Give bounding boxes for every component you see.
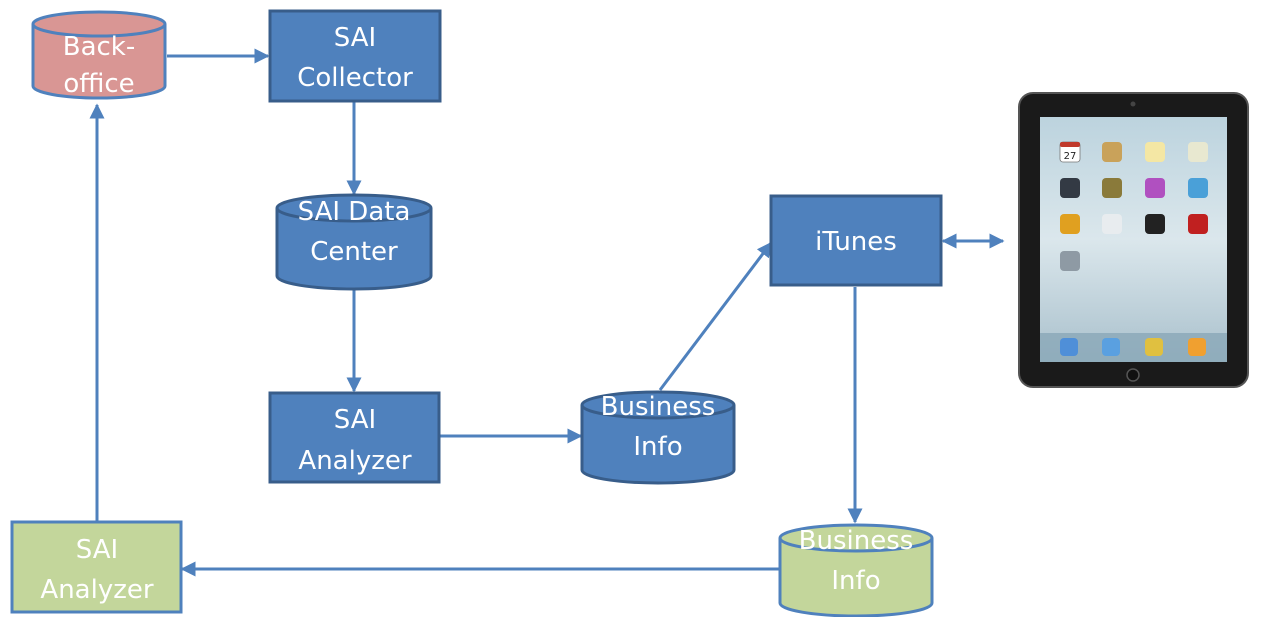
calendar-app-icon: 27 [1059, 141, 1081, 163]
sai-analyzer-bottom-label-line2: Analyzer [40, 575, 153, 605]
business-info-green-database: Business Info [778, 523, 934, 617]
edge-businessinfo-to-itunes [658, 241, 773, 391]
sai-collector-label-line1: SAI [334, 23, 376, 53]
calendar-date: 27 [1064, 151, 1077, 162]
business-info-blue-database: Business Info [580, 390, 736, 485]
sai-analyzer-bottom-label-line1: SAI [76, 535, 118, 565]
business-info-green-label-line1: Business [799, 526, 914, 556]
sai-data-center-label-line2: Center [310, 237, 398, 267]
app-icons-grid [1060, 142, 1208, 271]
backoffice-label-line2: office [63, 69, 134, 99]
backoffice-label-line1: Back- [63, 32, 136, 62]
sai-analyzer-top-label-line1: SAI [334, 405, 376, 435]
sai-data-center-label-line1: SAI Data [298, 197, 411, 227]
itunes-label: iTunes [815, 227, 897, 257]
sai-collector-label-line2: Collector [297, 63, 413, 93]
sai-analyzer-top-box: SAI Analyzer [268, 391, 441, 484]
business-info-blue-label-line2: Info [633, 432, 682, 462]
itunes-box: iTunes [769, 194, 943, 287]
sai-data-center-database: SAI Data Center [275, 193, 433, 291]
sai-analyzer-bottom-box: SAI Analyzer [10, 520, 183, 614]
backoffice-database: Back- office [31, 10, 167, 100]
sai-collector-box: SAI Collector [268, 9, 442, 103]
sai-analyzer-top-label-line2: Analyzer [298, 446, 411, 476]
business-info-green-label-line2: Info [831, 566, 880, 596]
tablet-icon: 27 [1018, 92, 1249, 388]
business-info-blue-label-line1: Business [601, 392, 716, 422]
